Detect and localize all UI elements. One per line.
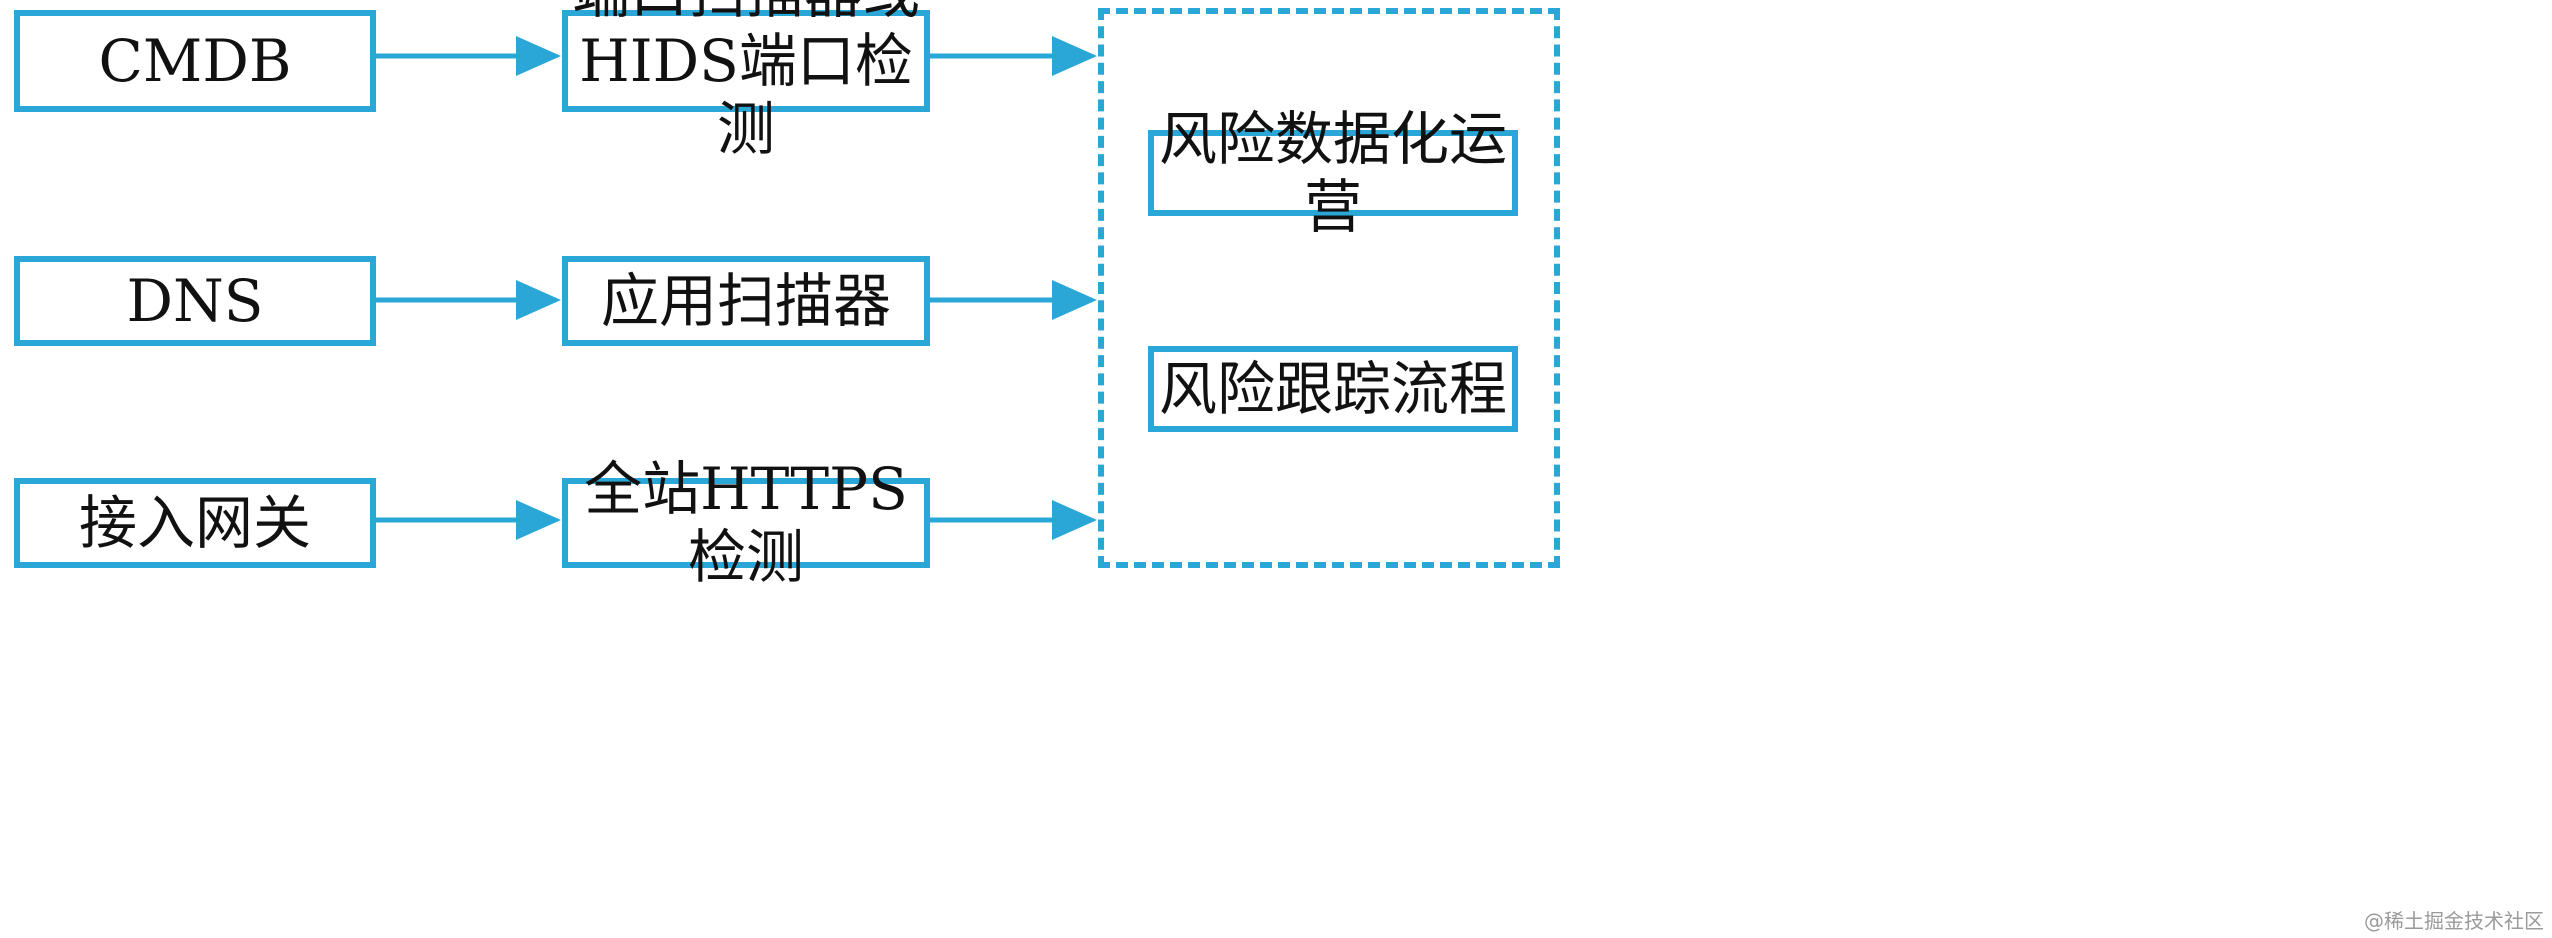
cmdb-box: CMDB <box>14 10 376 112</box>
port-scanner-box: 端口扫描器或 HIDS端口检测 <box>562 0 930 163</box>
app-scanner-box: 应用扫描器 <box>562 256 930 346</box>
risk-tracking-label: 风险跟踪流程 <box>1158 354 1507 423</box>
dns-label: DNS <box>126 266 264 335</box>
risk-data-ops-box: 风险数据化运营 <box>1148 105 1518 241</box>
risk-tracking-box: 风险跟踪流程 <box>1148 346 1518 432</box>
dns-box: DNS <box>14 256 376 346</box>
port-scanner-line2: HIDS端口检测 <box>579 26 913 164</box>
app-scanner-label: 应用扫描器 <box>600 266 891 335</box>
gateway-label: 接入网关 <box>78 488 311 557</box>
gateway-box: 接入网关 <box>14 478 376 568</box>
risk-data-ops-label: 风险数据化运营 <box>1158 104 1507 241</box>
cmdb-label: CMDB <box>98 26 292 95</box>
https-check-box: 全站HTTPS检测 <box>562 455 930 591</box>
port-scanner-line1: 端口扫描器或 <box>572 0 920 27</box>
watermark: @稀土掘金技术社区 <box>2364 909 2544 933</box>
risk-operations-group <box>1098 8 1560 568</box>
https-check-label: 全站HTTPS检测 <box>584 454 908 591</box>
